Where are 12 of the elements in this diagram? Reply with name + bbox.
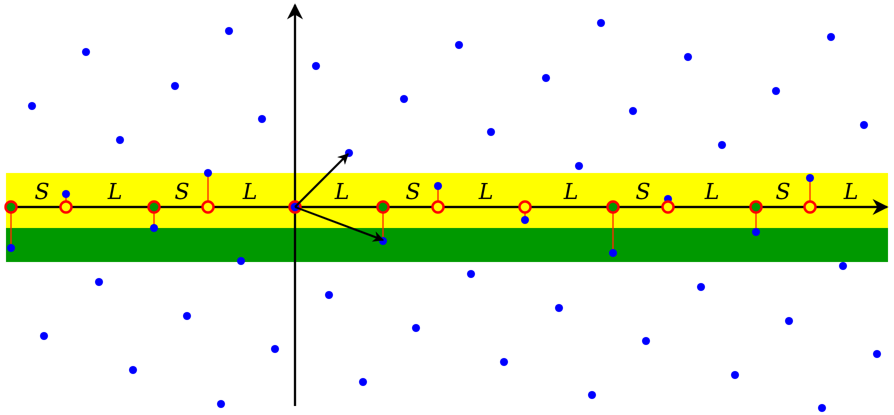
tile-length-label: L <box>844 182 858 204</box>
tile-length-label: S <box>635 182 651 204</box>
tile-length-label: S <box>775 182 791 204</box>
tile-length-label: L <box>564 182 578 204</box>
tile-length-label: S <box>405 182 421 204</box>
tile-length-label: S <box>174 182 190 204</box>
tile-length-label: L <box>704 182 720 204</box>
tile-length-label: L <box>334 182 350 204</box>
tile-length-label: L <box>108 182 122 204</box>
tile-length-label: L <box>478 182 494 204</box>
tile-length-label: S <box>34 182 50 204</box>
tile-length-label: L <box>242 182 258 204</box>
